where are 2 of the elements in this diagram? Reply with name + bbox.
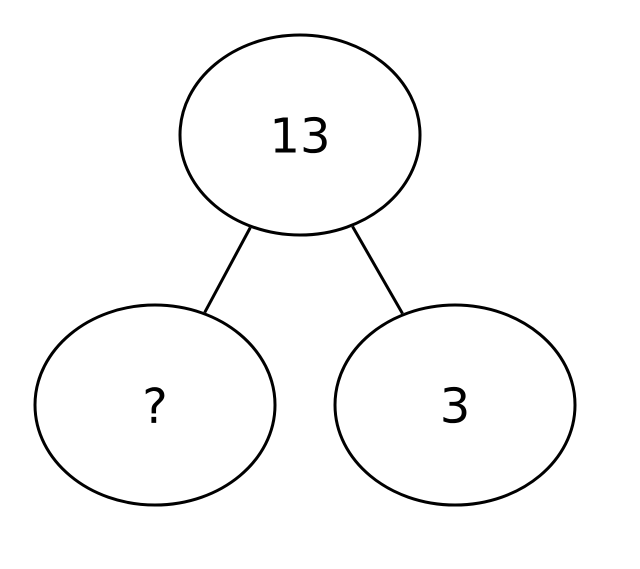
connector-line xyxy=(351,226,404,314)
connector-line xyxy=(203,226,252,314)
